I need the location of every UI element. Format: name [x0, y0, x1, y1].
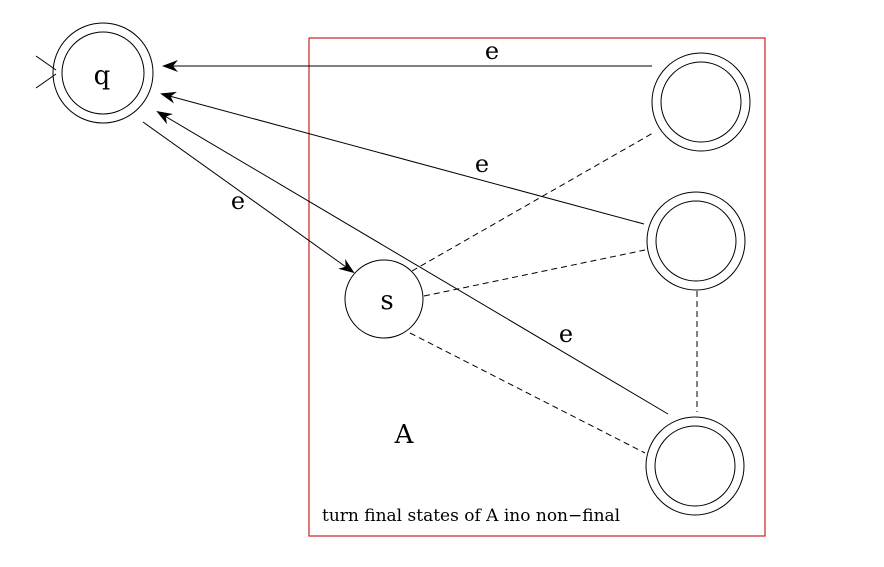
edge-label-q-s: e: [231, 187, 245, 215]
state-s-label: s: [380, 286, 393, 316]
state-s: [344, 259, 424, 339]
state-q-label: q: [94, 61, 111, 91]
edge-f3-to-q: [156, 110, 669, 415]
automaton-a-box: [308, 37, 766, 537]
dashed-s-f2: [423, 249, 646, 297]
edge-label-f2-q: e: [475, 150, 489, 178]
final-state-3: [645, 416, 745, 516]
edge-f2-to-q: [160, 91, 645, 225]
edge-label-f3-q: e: [559, 320, 573, 348]
final-state-2: [646, 191, 746, 291]
edge-q-to-s: [142, 121, 355, 274]
edge-label-f1-q: e: [485, 37, 499, 65]
final-state-1: [651, 52, 751, 152]
automaton-a-note: turn final states of A ino non−final: [322, 506, 620, 526]
dashed-s-f3: [409, 332, 646, 454]
state-q: [52, 22, 154, 124]
automaton-a-label: A: [394, 420, 415, 450]
dashed-s-f1: [411, 132, 654, 272]
